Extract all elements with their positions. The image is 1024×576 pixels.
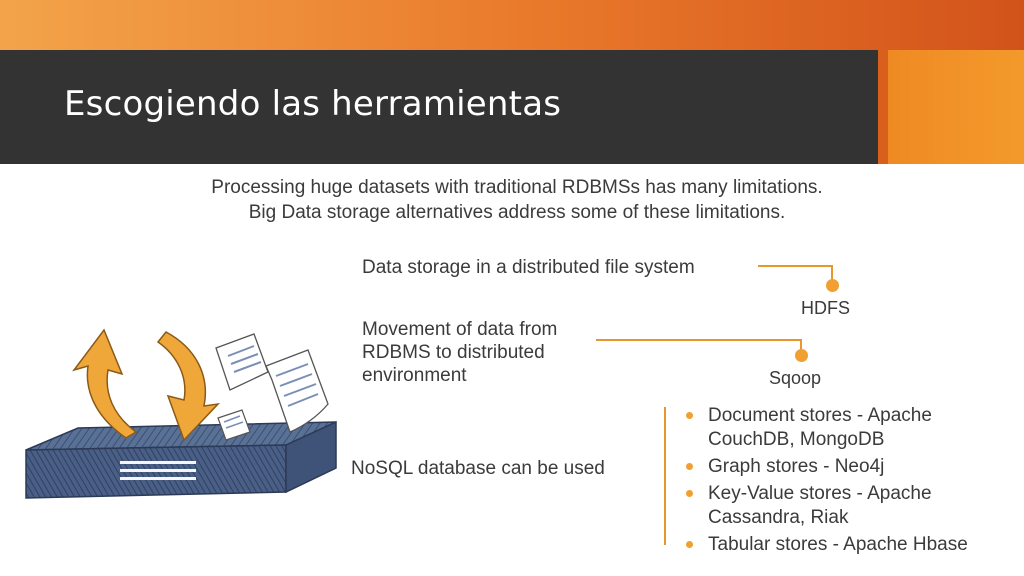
- nosql-bracket-line: [664, 407, 666, 545]
- sync-arrows-icon: [72, 328, 221, 442]
- sqoop-connector-vertical: [800, 339, 802, 353]
- option-line: CouchDB, MongoDB: [708, 429, 885, 450]
- list-item: Document stores - Apache CouchDB, MongoD…: [686, 404, 1016, 452]
- sqoop-description-line-3: environment: [362, 365, 467, 386]
- bullet-dot-icon: [686, 490, 693, 497]
- nosql-options-list: Document stores - Apache CouchDB, MongoD…: [686, 404, 1016, 560]
- option-line: Tabular stores - Apache Hbase: [708, 534, 968, 555]
- hdfs-description: Data storage in a distributed file syste…: [362, 256, 695, 279]
- sqoop-connector-horizontal: [596, 339, 802, 341]
- storage-illustration: [25, 328, 337, 499]
- sqoop-description-line-2: RDBMS to distributed: [362, 342, 545, 363]
- option-line: Document stores - Apache: [708, 405, 932, 426]
- option-line: Graph stores - Neo4j: [708, 456, 885, 477]
- hdfs-description-line: Data storage in a distributed file syste…: [362, 257, 695, 278]
- hdfs-connector-dot: [826, 279, 839, 292]
- sqoop-label: Sqoop: [769, 368, 822, 388]
- nosql-description: NoSQL database can be used: [351, 457, 605, 480]
- intro-line-1: Processing huge datasets with traditiona…: [211, 177, 823, 198]
- server-icon: [25, 420, 337, 499]
- option-line: Cassandra, Riak: [708, 507, 849, 528]
- bullet-dot-icon: [686, 463, 693, 470]
- list-item: Graph stores - Neo4j: [686, 455, 1016, 479]
- intro-text: Processing huge datasets with traditiona…: [0, 175, 1024, 225]
- list-item: Tabular stores - Apache Hbase: [686, 533, 1016, 557]
- bullet-dot-icon: [686, 541, 693, 548]
- bullet-dot-icon: [686, 412, 693, 419]
- hdfs-connector-vertical: [831, 265, 833, 283]
- option-line: Key-Value stores - Apache: [708, 483, 932, 504]
- title-accent-stripe: [878, 50, 888, 164]
- sqoop-description-line-1: Movement of data from: [362, 319, 558, 340]
- title-bar: [0, 50, 878, 164]
- documents-icon: [215, 333, 329, 441]
- list-item: Key-Value stores - Apache Cassandra, Ria…: [686, 482, 1016, 530]
- hdfs-connector-horizontal: [758, 265, 833, 267]
- sqoop-connector-dot: [795, 349, 808, 362]
- top-accent-bar: [0, 0, 1024, 50]
- slide-content: [0, 164, 1024, 576]
- nosql-description-line: NoSQL database can be used: [351, 458, 605, 479]
- intro-line-2: Big Data storage alternatives address so…: [248, 202, 786, 223]
- sqoop-description: Movement of data from RDBMS to distribut…: [362, 318, 557, 387]
- title-accent-block: [888, 50, 1024, 164]
- hdfs-label: HDFS: [801, 298, 850, 318]
- page-title: Escogiendo las herramientas: [64, 84, 562, 124]
